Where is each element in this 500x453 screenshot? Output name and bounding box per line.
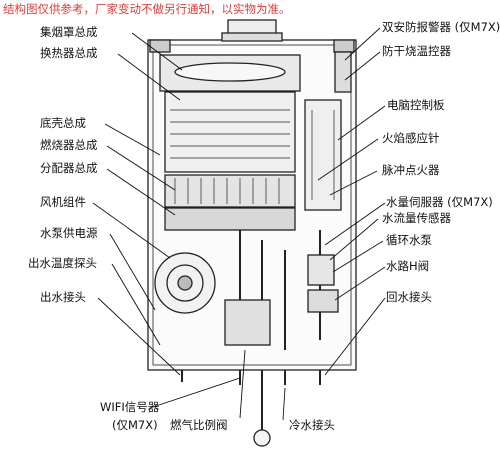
label-bottom-shell: 底壳总成 xyxy=(40,116,86,130)
label-burner: 燃烧器总成 xyxy=(40,138,98,152)
gas-distributor xyxy=(164,207,296,231)
casing-inner xyxy=(152,44,352,366)
label-h-valve: 水路H阀 xyxy=(386,259,430,273)
label-outlet-joint: 出水接头 xyxy=(40,290,86,304)
label-smoke-hood: 集烟罩总成 xyxy=(40,25,98,39)
gas-inlet xyxy=(253,429,271,447)
label-pump-power: 水泵供电源 xyxy=(40,226,98,240)
label-alarm: 双安防报警器 (仅M7X) xyxy=(382,20,500,34)
label-circulation-pump: 循环水泵 xyxy=(386,233,432,247)
label-igniter: 脉冲点火器 xyxy=(382,163,440,177)
label-outlet-temp-probe: 出水温度探头 xyxy=(28,256,97,270)
label-cold-water-joint: 冷水接头 xyxy=(289,418,335,432)
label-distributor: 分配器总成 xyxy=(40,161,98,175)
label-heat-exchanger: 换热器总成 xyxy=(40,46,98,60)
h-valve xyxy=(307,289,339,313)
water-pipes xyxy=(239,230,321,350)
alarm-module xyxy=(334,51,352,93)
label-gas-valve: 燃气比例阀 xyxy=(170,418,228,432)
label-return-joint: 回水接头 xyxy=(386,290,432,304)
disclaimer-note: 结构图仅供参考，厂家变动不做另行通知，以实物为准。 xyxy=(3,2,291,16)
label-fan: 风机组件 xyxy=(40,195,86,209)
gas-proportional-valve xyxy=(224,299,271,346)
circulation-pump xyxy=(307,254,335,286)
label-control-board: 电脑控制板 xyxy=(387,98,445,112)
label-anti-dry-thermostat: 防干烧温控器 xyxy=(382,44,451,58)
burner xyxy=(164,174,296,208)
label-wifi-note: (仅M7X) xyxy=(112,418,158,432)
label-flame-needle: 火焰感应针 xyxy=(382,131,440,145)
label-flow-sensor: 水流量传感器 xyxy=(382,211,451,225)
heat-exchanger xyxy=(164,91,296,173)
label-servo: 水量伺服器 (仅M7X) xyxy=(386,195,493,209)
control-board xyxy=(304,99,342,211)
label-wifi: WIFI信号器 xyxy=(100,400,160,414)
